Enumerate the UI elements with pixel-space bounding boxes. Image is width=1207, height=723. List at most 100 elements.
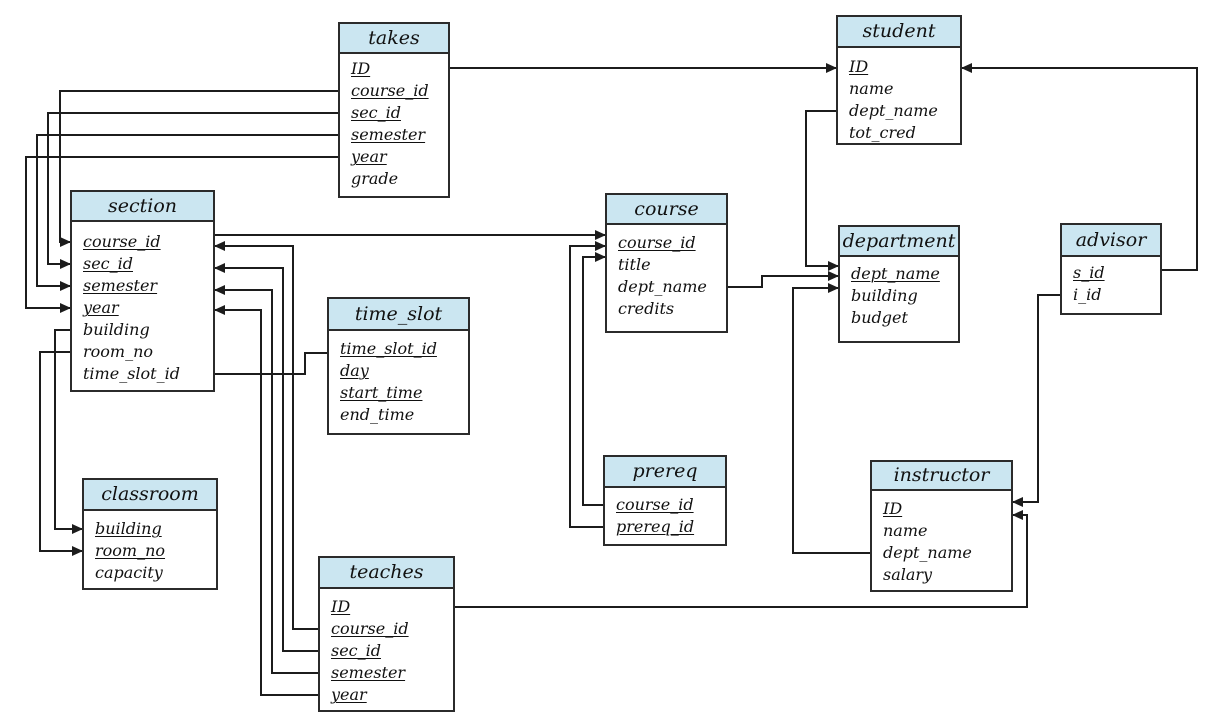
table-title-classroom: classroom [84,480,216,511]
attribute-prereq-prereq_id: prereq_id [605,516,725,538]
attribute-instructor-dept_name: dept_name [872,542,1011,564]
table-title-instructor: instructor [872,462,1011,491]
attribute-section-semester: semester [72,275,213,297]
attribute-label: title [618,255,651,274]
attribute-course-dept_name: dept_name [607,276,726,298]
table-section: section course_id sec_id semester year buildi… [70,190,215,392]
attribute-label: start_time [340,383,423,402]
attribute-label: prereq_id [616,517,695,536]
attribute-label: dept_name [849,101,938,120]
attribute-course-credits: credits [607,298,726,320]
attribute-department-dept_name: dept_name [840,263,958,285]
attribute-label: capacity [95,563,163,582]
attribute-label: name [883,521,928,540]
attribute-takes-grade: grade [340,168,448,190]
attribute-advisor-i_id: i_id [1062,284,1160,306]
attribute-label: ID [849,57,869,76]
attribute-instructor-salary: salary [872,564,1011,586]
fk-line-teaches-semester-to-section [214,285,318,674]
attribute-student-name: name [838,78,960,100]
attribute-section-building: building [72,319,213,341]
table-title-section: section [72,192,213,222]
attribute-label: time_slot_id [340,339,437,358]
table-title-prereq: prereq [605,457,725,488]
attribute-label: budget [851,308,908,327]
table-title-advisor: advisor [1062,225,1160,257]
attribute-classroom-room_no: room_no [84,540,216,562]
attribute-label: tot_cred [849,123,916,142]
attribute-label: salary [883,565,933,584]
attribute-label: room_no [95,541,166,560]
attribute-takes-course_id: course_id [340,80,448,102]
attribute-label: building [83,320,150,339]
attribute-classroom-capacity: capacity [84,562,216,584]
attribute-label: room_no [83,342,154,361]
attribute-time_slot-end_time: end_time [329,404,468,426]
attribute-student-ID: ID [838,56,960,78]
attribute-section-time_slot_id: time_slot_id [72,363,213,385]
attribute-section-year: year [72,297,213,319]
attribute-label: sec_id [351,103,401,122]
attribute-department-building: building [840,285,958,307]
attribute-label: name [849,79,894,98]
attribute-label: time_slot_id [83,364,180,383]
table-title-course: course [607,195,726,225]
attribute-label: semester [331,663,406,682]
fk-line-teaches-sec_id-to-section [214,263,318,652]
attribute-label: credits [618,299,675,318]
attribute-instructor-name: name [872,520,1011,542]
attribute-label: dept_name [618,277,707,296]
fk-line-teaches-year-to-section [214,305,318,696]
attribute-department-budget: budget [840,307,958,329]
fk-line-course-dept_name-to-department [728,271,839,288]
attribute-prereq-course_id: course_id [605,494,725,516]
attribute-section-sec_id: sec_id [72,253,213,275]
attribute-label: year [331,685,367,704]
attribute-classroom-building: building [84,518,216,540]
attribute-section-room_no: room_no [72,341,213,363]
attribute-label: semester [351,125,426,144]
attribute-label: grade [351,169,399,188]
attribute-label: course_id [618,233,696,252]
attribute-label: course_id [83,232,161,251]
attribute-label: dept_name [883,543,972,562]
attribute-label: year [83,298,119,317]
attribute-takes-semester: semester [340,124,448,146]
attribute-takes-sec_id: sec_id [340,102,448,124]
attribute-advisor-s_id: s_id [1062,262,1160,284]
attribute-label: semester [83,276,158,295]
attribute-label: sec_id [331,641,381,660]
table-title-student: student [838,17,960,48]
fk-line-student-dept_name-to-department [805,110,839,271]
attribute-label: day [340,361,369,380]
attribute-label: year [351,147,387,166]
attribute-teaches-ID: ID [320,596,453,618]
attribute-label: building [851,286,918,305]
attribute-label: dept_name [851,264,940,283]
attribute-label: sec_id [83,254,133,273]
attribute-course-title: title [607,254,726,276]
attribute-label: course_id [331,619,409,638]
attribute-takes-ID: ID [340,58,448,80]
attribute-label: course_id [351,81,429,100]
attribute-teaches-year: year [320,684,453,706]
fk-line-advisor-i_id-to-instructor-ID [1012,294,1060,507]
attribute-label: ID [331,597,351,616]
attribute-takes-year: year [340,146,448,168]
attribute-student-tot_cred: tot_cred [838,122,960,144]
attribute-time_slot-day: day [329,360,468,382]
fk-line-prereq-course_id-to-course [582,252,606,506]
attribute-course-course_id: course_id [607,232,726,254]
